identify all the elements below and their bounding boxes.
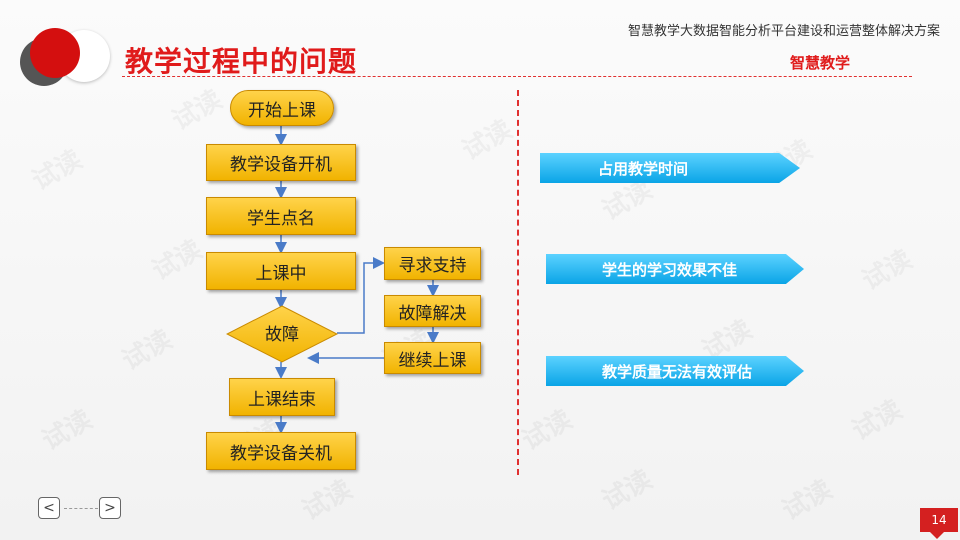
vertical-divider (517, 90, 519, 475)
page-title: 教学过程中的问题 (125, 45, 358, 78)
problem-banner: 占用教学时间 (540, 153, 800, 183)
header-divider (122, 76, 912, 77)
page-number-pointer (930, 532, 944, 539)
flow-in-class: 上课中 (206, 252, 356, 290)
flow-power-off: 教学设备关机 (206, 432, 356, 470)
presentation-subtitle: 智慧教学大数据智能分析平台建设和运营整体解决方案 (627, 24, 940, 39)
next-slide-button[interactable]: > (99, 497, 121, 519)
flow-end-class: 上课结束 (229, 378, 335, 416)
flow-start: 开始上课 (230, 90, 334, 126)
flow-seek-support: 寻求支持 (384, 247, 481, 280)
problem-banner: 教学质量无法有效评估 (546, 356, 804, 386)
flow-fault-diamond (226, 305, 338, 363)
prev-slide-button[interactable]: < (38, 497, 60, 519)
problem-text: 教学质量无法有效评估 (602, 362, 753, 381)
logo-circle-red (30, 28, 80, 78)
nav-dash (64, 508, 98, 509)
flow-fault-label: 故障 (265, 325, 299, 345)
page-number: 14 (920, 508, 958, 532)
flow-power-on: 教学设备开机 (206, 144, 356, 181)
flow-roll-call: 学生点名 (206, 197, 356, 235)
problem-banner: 学生的学习效果不佳 (546, 254, 804, 284)
flow-fix-fault: 故障解决 (384, 295, 481, 327)
brand-label: 智慧教学 (790, 54, 851, 72)
flow-continue-class: 继续上课 (384, 342, 481, 374)
problem-text: 占用教学时间 (598, 159, 689, 178)
problem-text: 学生的学习效果不佳 (602, 260, 738, 279)
